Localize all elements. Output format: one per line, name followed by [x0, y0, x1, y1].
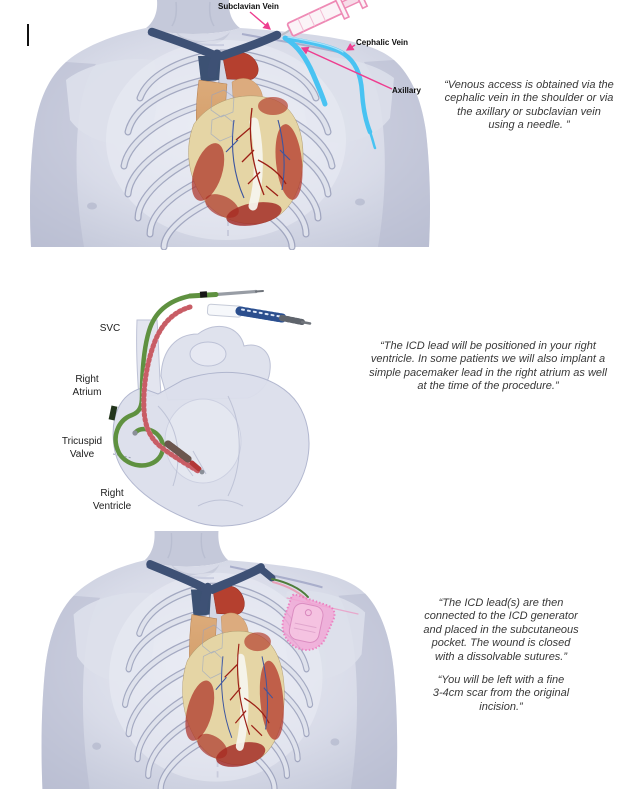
step3-scar-quote: “You will be left with a fine 3-4cm scar… — [432, 674, 570, 713]
right-atrium-label: Right Atrium — [72, 374, 102, 398]
annotation-arrows — [249, 11, 393, 90]
subclavian-arrow — [249, 11, 271, 30]
pacemaker-lead-green — [108, 289, 264, 468]
venous-access-illustration — [26, 0, 440, 250]
syringe-icon — [281, 0, 369, 37]
text-cursor — [27, 24, 29, 46]
generator-pocket-illustration — [38, 531, 404, 789]
step1-quote: “Venous access is obtained via the cepha… — [444, 79, 614, 132]
tricuspid-valve-label: Tricuspid Valve — [61, 436, 103, 460]
axillary-label: Axillary — [392, 86, 421, 95]
cephalic-vein-graphic — [282, 35, 377, 150]
right-ventricle-label: Right Ventricle — [92, 488, 132, 512]
icd-generator — [281, 593, 336, 652]
svc-label: SVC — [99, 323, 121, 334]
step2-quote: “The ICD lead will be positioned in your… — [369, 340, 607, 393]
cephalic-vein-label: Cephalic Vein — [356, 38, 409, 47]
icd-lead-placement-illustration — [108, 289, 312, 527]
icd-lead-pink — [141, 303, 312, 475]
cephalic-arrow — [345, 43, 356, 51]
step3-pocket-quote: “The ICD lead(s) are then connected to t… — [423, 597, 579, 663]
axillary-pointer-line — [300, 46, 393, 90]
subclavian-vein-label: Subclavian Vein — [218, 2, 279, 11]
